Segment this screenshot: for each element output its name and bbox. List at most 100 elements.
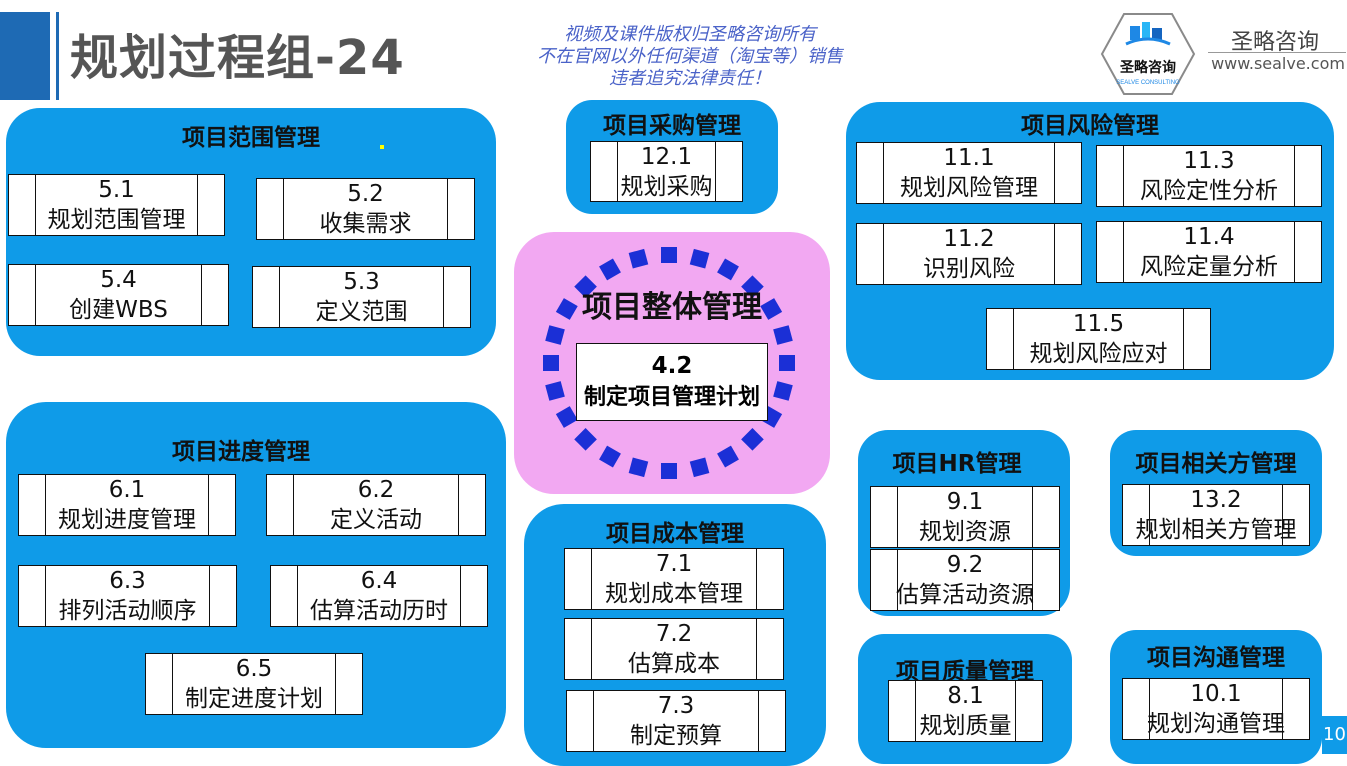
process-box: 9.2 估算活动资源 [870, 549, 1060, 611]
process-box: 11.5 规划风险应对 [986, 308, 1211, 370]
ring-dot [661, 463, 677, 479]
process-box: 6.4 估算活动历时 [270, 565, 488, 627]
process-name: 估算活动资源 [896, 582, 1034, 608]
group-title: 项目成本管理 [606, 521, 744, 547]
process-name: 规划风险管理 [900, 175, 1038, 201]
ring-dot [555, 298, 578, 320]
process-name: 风险定量分析 [1140, 254, 1278, 280]
ring-dot [545, 325, 565, 345]
ring-dot [760, 298, 783, 320]
process-number: 6.1 [108, 477, 146, 503]
process-name: 制定预算 [630, 723, 722, 749]
process-box: 11.4 风险定量分析 [1096, 221, 1322, 283]
title-accent-block [0, 12, 50, 100]
ring-dot [599, 258, 621, 281]
group-title: 项目HR管理 [892, 451, 1022, 477]
ring-dot [661, 247, 677, 263]
process-number: 9.2 [946, 552, 984, 578]
process-box: 13.2 规划相关方管理 [1122, 484, 1310, 546]
group-title: 项目进度管理 [172, 439, 310, 465]
process-number: 6.3 [109, 568, 146, 594]
process-box: 12.1 规划采购 [590, 141, 743, 202]
ring-dot [574, 428, 597, 451]
process-name: 规划成本管理 [605, 581, 743, 607]
ring-dot [689, 248, 710, 269]
process-name: 风险定性分析 [1140, 178, 1278, 204]
group-title: 项目沟通管理 [1147, 645, 1285, 671]
process-name: 规划相关方管理 [1135, 517, 1297, 543]
process-box: 9.1 规划资源 [870, 486, 1060, 548]
brand-url: www.sealve.com [1211, 54, 1345, 73]
ring-dot [689, 457, 710, 478]
process-name: 规划采购 [620, 174, 713, 200]
process-number: 13.2 [1190, 487, 1242, 513]
process-box: 11.3 风险定性分析 [1096, 145, 1322, 207]
process-number: 11.4 [1183, 224, 1235, 250]
logo-subtext: SEALVE CONSULTING [1116, 80, 1180, 86]
process-box: 6.5 制定进度计划 [145, 653, 363, 715]
process-box: 11.1 规划风险管理 [856, 142, 1082, 204]
ring-dot [545, 381, 565, 401]
process-number: 7.1 [655, 551, 693, 577]
logo-text: 圣略咨询 [1119, 59, 1176, 75]
process-name: 估算活动历时 [310, 598, 448, 624]
process-name: 定义活动 [330, 507, 422, 533]
ring-dot [628, 457, 649, 478]
process-number: 5.2 [347, 181, 384, 207]
process-number: 7.3 [657, 693, 695, 719]
process-box: 6.2 定义活动 [266, 474, 486, 536]
process-name: 排列活动顺序 [58, 598, 197, 624]
process-box: 7.1 规划成本管理 [564, 548, 784, 610]
process-name: 规划风险应对 [1029, 341, 1168, 367]
ring-dot [717, 258, 739, 281]
process-number: 4.2 [651, 353, 693, 379]
ring-dot [773, 325, 793, 345]
copyright-line: 不在官网以外任何渠道（淘宝等）销售 [537, 46, 843, 67]
process-name: 定义范围 [315, 299, 408, 325]
ring-dot [773, 381, 793, 401]
process-number: 8.1 [947, 683, 984, 709]
process-name: 规划沟通管理 [1147, 711, 1285, 737]
ring-dot [741, 428, 764, 451]
marker-dot [380, 145, 384, 149]
process-name: 制定项目管理计划 [583, 385, 760, 410]
process-box: 5.2 收集需求 [256, 178, 475, 240]
process-box: 5.3 定义范围 [252, 266, 471, 328]
ring-dot [628, 248, 649, 269]
copyright-line: 视频及课件版权归圣略咨询所有 [564, 24, 816, 45]
process-number: 11.2 [943, 226, 995, 252]
copyright-line: 违者追究法律责任！ [609, 68, 771, 89]
process-number: 11.3 [1183, 148, 1235, 174]
company-logo: 圣略咨询 SEALVE CONSULTING [1100, 12, 1196, 96]
process-box: 5.4 创建WBS [8, 264, 229, 326]
group-title: 项目范围管理 [182, 125, 320, 151]
group-title: 项目采购管理 [603, 113, 741, 139]
process-box: 7.3 制定预算 [566, 690, 786, 752]
ring-dot [599, 445, 621, 468]
process-box: 8.1 规划质量 [888, 680, 1043, 742]
process-box: 7.2 估算成本 [564, 618, 784, 680]
brand-divider [1208, 52, 1346, 53]
title-accent-line [56, 12, 59, 100]
process-number: 7.2 [655, 621, 693, 647]
brand-name: 圣略咨询 [1230, 30, 1319, 55]
group-title: 项目整体管理 [582, 290, 762, 325]
process-number: 5.1 [98, 177, 135, 203]
process-name: 估算成本 [628, 651, 720, 677]
process-box: 6.3 排列活动顺序 [18, 565, 237, 627]
process-number: 9.1 [946, 489, 984, 515]
process-name: 规划质量 [919, 713, 1012, 739]
process-box: 11.2 识别风险 [856, 223, 1082, 285]
ring-dot [779, 355, 795, 371]
process-number: 6.2 [357, 477, 395, 503]
process-name: 制定进度计划 [185, 686, 323, 712]
group-title: 项目相关方管理 [1135, 451, 1297, 477]
process-name: 收集需求 [319, 211, 412, 237]
process-name: 规划进度管理 [58, 507, 196, 533]
group-title: 项目风险管理 [1021, 113, 1159, 139]
process-box: 5.1 规划范围管理 [8, 174, 225, 236]
ring-dot [543, 355, 559, 371]
process-name: 规划范围管理 [47, 207, 186, 233]
process-name: 识别风险 [923, 256, 1015, 282]
page-number: 10 [1322, 716, 1347, 754]
